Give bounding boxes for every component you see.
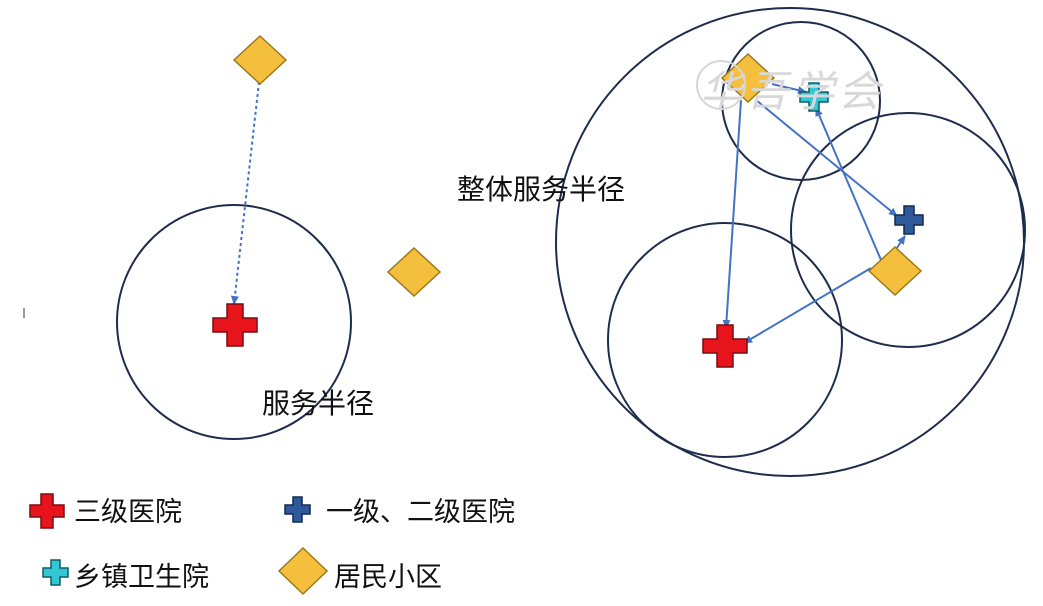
access-arrow: [815, 107, 885, 268]
legend-township-health-center: 乡镇卫生院: [74, 555, 209, 594]
access-arrow: [722, 99, 742, 329]
legend-label: 居民小区: [334, 562, 442, 593]
legend-residential-community: 居民小区: [334, 555, 442, 594]
legend-label: 一级、二级医院: [326, 497, 515, 528]
access-arrow: [755, 99, 898, 217]
watermark-seal: [696, 60, 746, 110]
secondary-service-circle: [790, 112, 1026, 348]
legend-township-health-center-icon: [42, 559, 69, 586]
legend-tertiary-hospital-icon: [29, 493, 65, 529]
access-arrow: [771, 83, 807, 95]
legend-residential-community-icon: [277, 546, 329, 596]
legend-primary-secondary-hospital-icon: [284, 496, 311, 523]
residential-community-marker: [232, 34, 288, 86]
legend-label: 三级医院: [74, 497, 182, 528]
dotted-access-arrow: [230, 81, 260, 305]
primary-secondary-hospital-marker: [894, 205, 924, 235]
watermark-text: 华吾学会: [700, 67, 885, 116]
tertiary-hospital-marker: [702, 324, 748, 368]
tertiary-hospital-marker: [212, 303, 258, 347]
residential-community-marker: [867, 245, 923, 297]
legend-label: 乡镇卫生院: [74, 562, 209, 593]
tertiary-service-circle: [607, 222, 843, 458]
legend-tertiary-hospital: 三级医院: [74, 490, 182, 529]
overall-radius-label: 整体服务半径: [457, 173, 626, 206]
legend-primary-secondary-hospital: 一级、二级医院: [326, 490, 515, 529]
service-radius-circle: [116, 204, 352, 440]
township-health-center-marker: [799, 82, 829, 112]
service-radius-label: 服务半径: [262, 387, 375, 420]
left-scenario: [116, 34, 442, 440]
access-arrow: [743, 267, 872, 344]
residential-community-marker: [386, 246, 442, 298]
